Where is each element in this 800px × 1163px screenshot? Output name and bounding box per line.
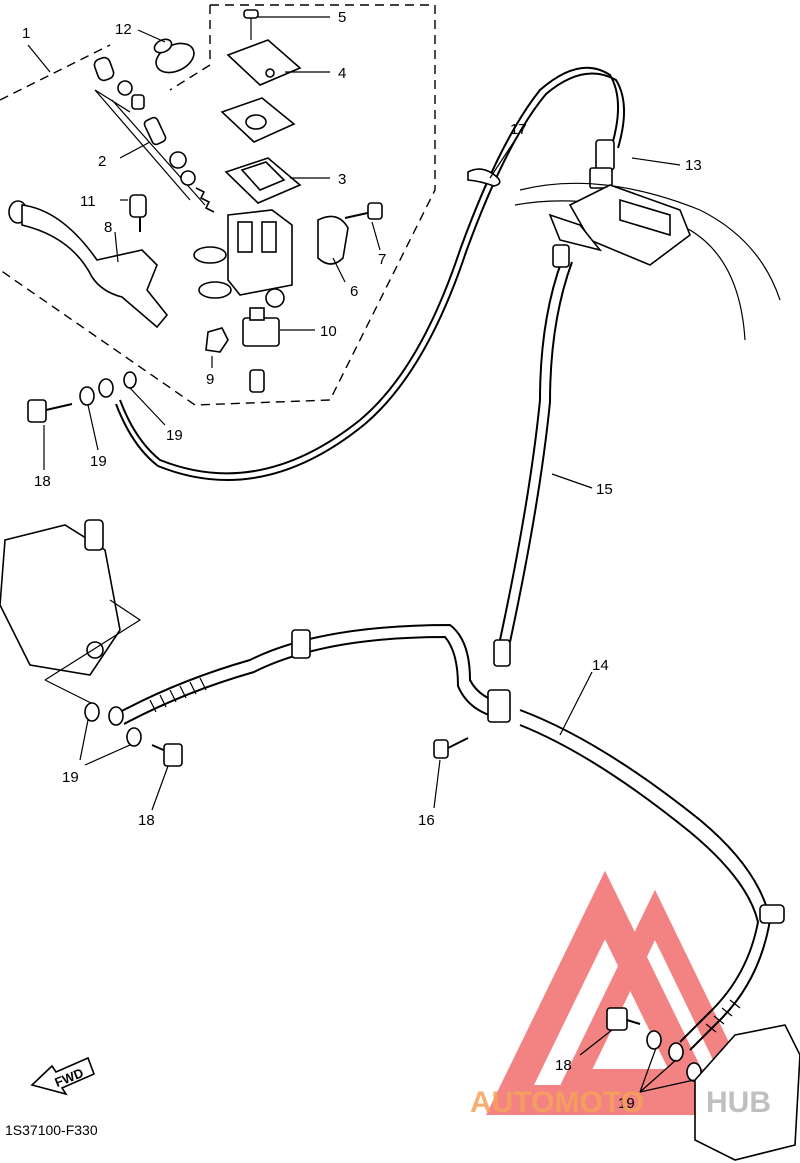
callout-18-top: 18 <box>34 473 51 490</box>
callout-3: 3 <box>338 171 346 188</box>
watermark-text-orange: AUTOMOTO <box>470 1086 644 1119</box>
brake-hose-part-15 <box>493 244 573 667</box>
upper-brake-hose-edge <box>115 72 626 481</box>
callout-4: 4 <box>338 65 346 82</box>
callout-12: 12 <box>115 21 132 38</box>
callout-17: 17 <box>510 121 527 138</box>
leader-group-1 <box>27 44 206 206</box>
leader-lines <box>43 16 695 1093</box>
nut-part-9 <box>205 327 229 353</box>
callout-numbers: 1 2 3 4 5 6 7 8 9 10 11 12 13 14 15 16 1… <box>22 9 702 1112</box>
callout-6: 6 <box>350 283 358 300</box>
callout-16: 16 <box>418 812 435 829</box>
watermark-logo <box>486 870 753 1115</box>
master-cylinder-body <box>193 209 293 308</box>
callout-8: 8 <box>104 219 112 236</box>
brake-hose-part-14 <box>119 623 785 1051</box>
piston-kit-part-2 <box>93 56 215 213</box>
cap-part-12 <box>153 38 195 74</box>
holder-part-6 <box>317 215 349 265</box>
pivot-bolt-part-11 <box>129 194 147 232</box>
callout-19-top-b: 19 <box>166 427 183 444</box>
watermark-text-gray: HUB <box>706 1086 771 1119</box>
union-bolt-lower-left <box>84 702 183 767</box>
callout-7: 7 <box>378 251 386 268</box>
callout-11: 11 <box>80 193 96 210</box>
callout-5: 5 <box>338 9 346 26</box>
front-caliper-right <box>694 1024 800 1161</box>
front-caliper-left <box>0 519 142 706</box>
callout-19-top-a: 19 <box>90 453 107 470</box>
callout-19-right: 19 <box>618 1095 635 1112</box>
callout-10: 10 <box>320 323 337 340</box>
callout-2: 2 <box>98 153 106 170</box>
callout-15: 15 <box>596 481 613 498</box>
union-bolt-top <box>27 371 137 423</box>
callout-1: 1 <box>22 25 30 42</box>
rear-master-area <box>514 182 781 341</box>
callout-18-right: 18 <box>555 1057 572 1074</box>
bolt-part-7 <box>344 202 383 220</box>
upper-brake-hose <box>119 66 620 475</box>
bolt-part-16 <box>433 737 469 759</box>
switch-part-10 <box>242 307 280 393</box>
callout-19-left: 19 <box>62 769 79 786</box>
hose-fitting-part-13 <box>589 139 615 189</box>
diagram-code: 1S37100-F330 <box>5 1122 98 1138</box>
fwd-arrow: FWD <box>30 1056 96 1096</box>
callout-18-left: 18 <box>138 812 155 829</box>
reservoir-cover-parts <box>220 9 302 204</box>
assembly-boundary <box>0 4 436 406</box>
hose-clamp-part-17 <box>467 168 501 187</box>
callout-9: 9 <box>206 371 214 388</box>
callout-13: 13 <box>685 157 702 174</box>
brake-lever-part-8 <box>8 200 169 329</box>
callout-14: 14 <box>592 657 609 674</box>
fwd-label: FWD <box>52 1065 85 1090</box>
